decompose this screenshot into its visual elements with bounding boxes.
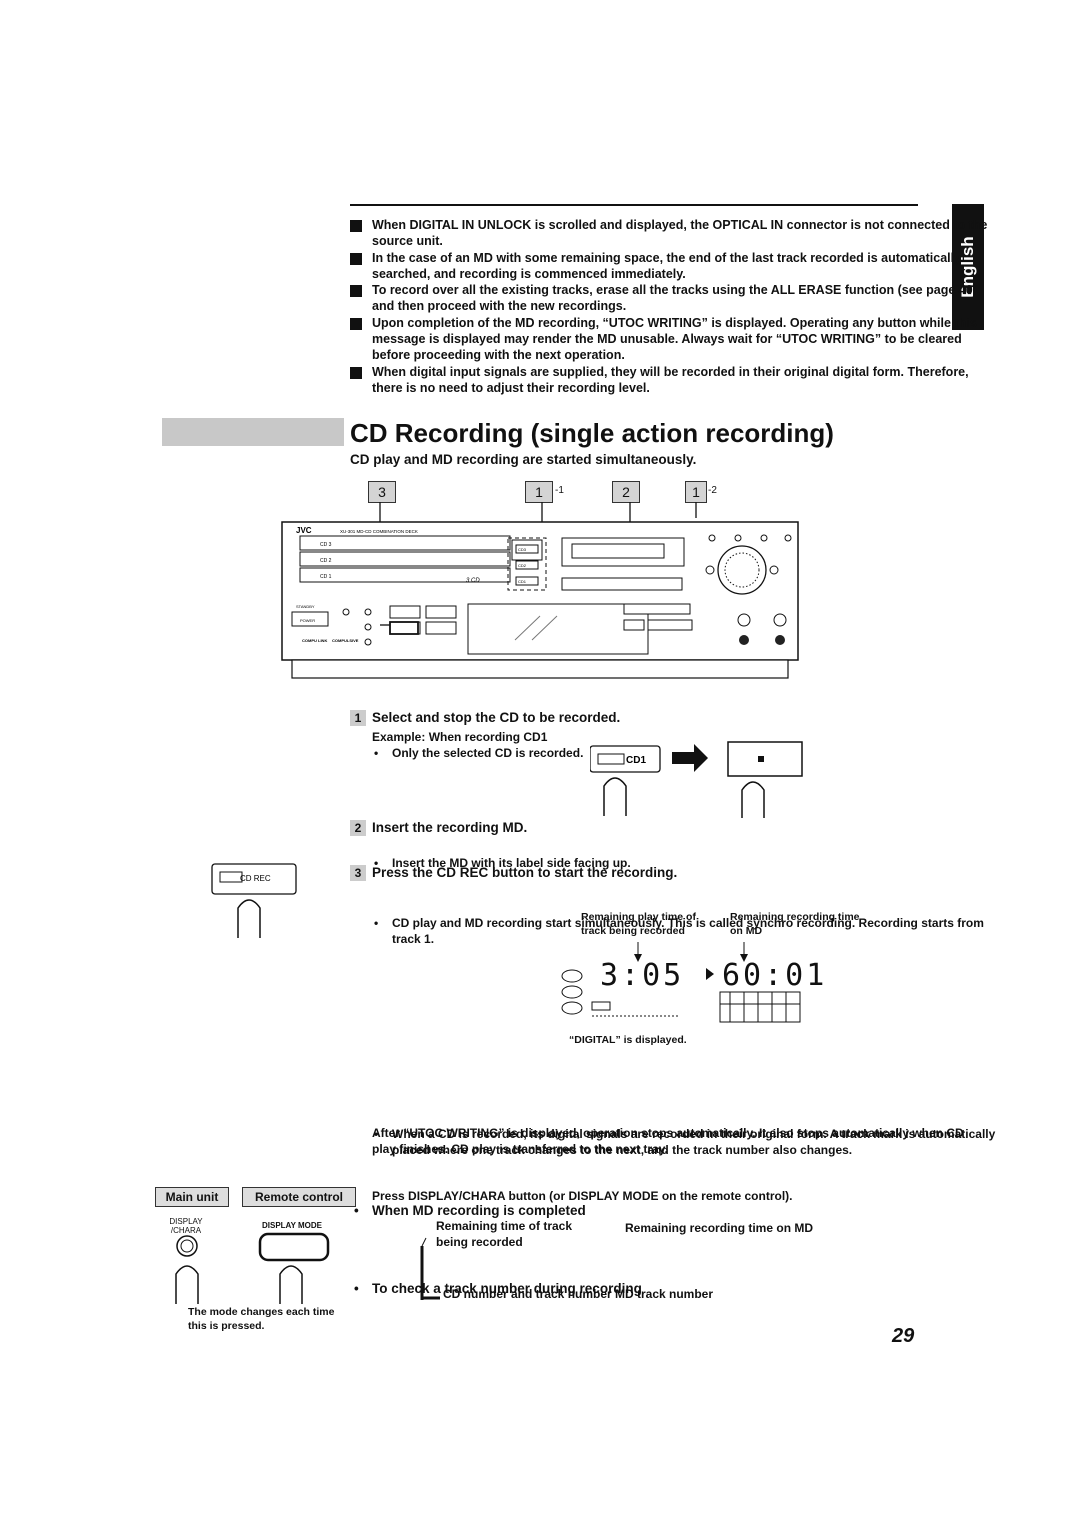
- remote-control-label: Remote control: [242, 1187, 356, 1207]
- note-text: When DIGITAL IN UNLOCK is scrolled and d…: [372, 218, 988, 249]
- tray-button: CD1: [518, 579, 527, 584]
- cd-logo: 3 CD: [466, 578, 480, 584]
- display-illustration: [561, 942, 801, 1023]
- device-brand: JVC: [296, 526, 312, 535]
- track-check-illustration: [175, 1232, 330, 1304]
- standby-label: STANDBY: [296, 604, 315, 609]
- cd-tray: CD 2: [320, 558, 332, 564]
- note-text: In the case of an MD with some remaining…: [372, 250, 962, 281]
- section-title: CD Recording (single action recording): [350, 418, 834, 448]
- language-tab: English: [952, 204, 984, 330]
- main-unit-label: Main unit: [155, 1187, 229, 1207]
- square-bullet-icon: [350, 220, 362, 232]
- square-bullet-icon: [350, 317, 362, 330]
- arrow-right-icon: [672, 744, 708, 772]
- device-illustration: JVC XU-301 MD-CD COMBINATION DECK CD 3 C…: [281, 502, 799, 679]
- page-number: 29: [892, 1325, 915, 1347]
- square-bullet-icon: [350, 366, 362, 379]
- cd-tray: CD 3: [320, 542, 332, 548]
- square-bullet-icon: [350, 285, 362, 298]
- section-subtitle: CD play and MD recording are started sim…: [350, 452, 697, 467]
- step-1-illustration: CD1: [590, 741, 803, 818]
- flow-step: Remaining recording time on MD: [625, 1221, 814, 1235]
- display-chara-label: DISPLAY /CHARA: [169, 1217, 203, 1235]
- flow-step: MD track number: [615, 1287, 714, 1301]
- display-mode-label: DISPLAY MODE: [262, 1221, 323, 1230]
- cd1-button-label: CD1: [626, 755, 646, 766]
- bottom-label: COMPULSIVE: [332, 638, 359, 643]
- callout-step1-1: 1: [525, 481, 553, 503]
- section-marker: [162, 418, 344, 446]
- top-rule: [350, 204, 918, 206]
- note-item: To record over all the existing tracks, …: [350, 282, 990, 315]
- note-text: Upon completion of the MD recording, “UT…: [372, 315, 977, 363]
- device-model: XU-301 MD-CD COMBINATION DECK: [340, 529, 418, 534]
- track-check-text: Press DISPLAY/CHARA button (or DISPLAY M…: [372, 1189, 793, 1203]
- step-2-bullet: Insert the MD with its label side facing…: [372, 855, 1080, 871]
- cd-tray: CD 1: [320, 574, 332, 580]
- note-item: When DIGITAL IN UNLOCK is scrolled and d…: [350, 217, 990, 250]
- label-rec-time: Remaining recording time on MD: [730, 911, 860, 937]
- notes-list: When DIGITAL IN UNLOCK is scrolled and d…: [350, 217, 990, 396]
- callout-sub: -1: [555, 485, 564, 496]
- note-text: To record over all the existing tracks, …: [372, 283, 981, 314]
- step-1-example: Example: When recording CD1: [372, 730, 548, 744]
- note-item: Upon completion of the MD recording, “UT…: [350, 315, 990, 364]
- tray-button: CD2: [518, 563, 527, 568]
- flow-step: CD number and track number: [443, 1287, 612, 1301]
- cd-rec-illustration: CD REC: [211, 863, 297, 938]
- cd-rec-button-label: CD REC: [240, 874, 271, 883]
- square-bullet-icon: [350, 252, 362, 265]
- step-3-bullet-2: When a CD is recorded, its digital signa…: [372, 1126, 1004, 1158]
- when-completed-title: When MD recording is completed: [352, 1203, 1080, 1218]
- flow-step: Remaining time of track being recorded: [436, 1219, 573, 1249]
- tray-button: CD3: [518, 547, 527, 552]
- display-rec-time: 60:01: [722, 958, 828, 993]
- step-1-bullet: Only the selected CD is recorded.: [372, 745, 1080, 761]
- power-label: POWER: [300, 618, 315, 623]
- mode-caption: The mode changes each time this is press…: [188, 1306, 335, 1332]
- callout-step2: 2: [612, 481, 640, 503]
- note-item: When digital input signals are supplied,…: [350, 364, 990, 397]
- digital-caption: “DIGITAL” is displayed.: [569, 1034, 687, 1046]
- callout-sub: -2: [708, 485, 717, 496]
- bottom-label: COMPU LINK: [302, 638, 327, 643]
- note-item: In the case of an MD with some remaining…: [350, 250, 990, 283]
- when-completed-text: After “UTOC WRITING” is displayed, opera…: [372, 1126, 964, 1156]
- step-3-bullet: CD play and MD recording start simultane…: [372, 915, 1004, 947]
- note-text: When digital input signals are supplied,…: [372, 364, 969, 395]
- label-play-time: Remaining play time of track being recor…: [581, 911, 696, 937]
- callout-step3: 3: [368, 481, 396, 503]
- display-play-time: 3:05: [600, 958, 685, 993]
- track-check-title: To check a track number during recording: [352, 1281, 1080, 1296]
- flow-bracket: [420, 1237, 440, 1300]
